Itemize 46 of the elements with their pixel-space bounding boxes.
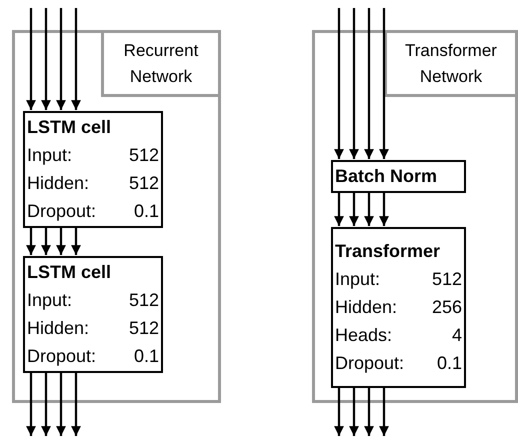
cell-heading: Transformer [335,240,442,263]
layer-box [331,160,466,193]
parameter-row-text: Dropout: 0.1 [335,352,462,375]
network-frame [12,30,221,403]
arrow [334,193,344,226]
network-label-box: Recurrent Network [101,30,221,97]
arrow [56,8,66,110]
arrow [379,388,389,436]
arrow [349,388,359,436]
parameter-row-text: Input: 512 [335,268,462,291]
parameter-row-text: Dropout: 0.1 [27,345,159,368]
arrow [364,388,374,436]
parameter-row-text: Hidden: 512 [27,172,159,195]
parameter-row-text: Input: 512 [27,289,159,312]
arrow [379,8,389,159]
arrow [349,193,359,226]
arrow [41,373,51,436]
parameter-row-text: Heads: 4 [335,324,462,347]
arrow [56,373,66,436]
arrow [379,193,389,226]
arrow [26,228,36,255]
arrow [41,228,51,255]
arrow [71,373,81,436]
layer-box [23,111,163,228]
parameter-row-text: Dropout: 0.1 [27,200,159,223]
layer-box [23,256,163,373]
arrow [26,8,36,110]
arrow [56,228,66,255]
arrow [334,8,344,159]
arrow [71,8,81,110]
arrow [364,193,374,226]
cell-heading: LSTM cell [27,116,112,139]
network-label-box: Transformer Network [384,30,518,97]
cell-heading: Batch Norm [335,165,438,188]
arrow [349,8,359,159]
parameter-row-text: Input: 512 [27,144,159,167]
network-frame [312,30,518,403]
cell-heading: LSTM cell [27,261,112,284]
arrow [364,8,374,159]
parameter-row-text: Hidden: 512 [27,317,159,340]
arrow [71,228,81,255]
arrow [26,373,36,436]
arrow [334,388,344,436]
layer-box [331,227,466,388]
arrow [41,8,51,110]
parameter-row-text: Hidden: 256 [335,296,462,319]
